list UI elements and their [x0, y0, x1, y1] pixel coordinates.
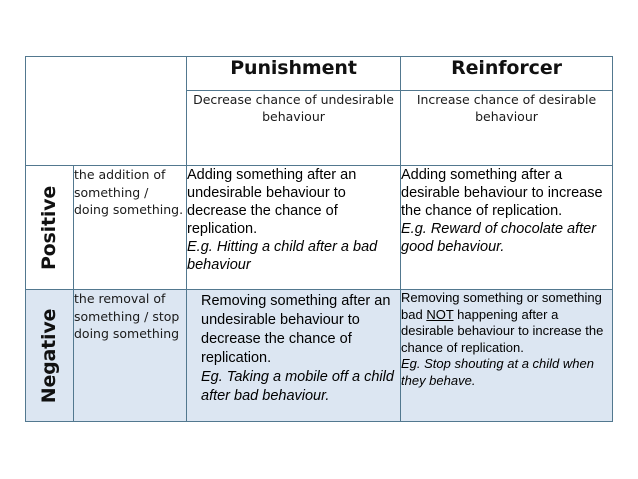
- cell-positive-reinforcer-definition: Adding something after a desirable behav…: [401, 167, 603, 219]
- cell-positive-punishment-definition: Adding something after an undesirable be…: [187, 167, 357, 237]
- column-subtitle-punishment: Decrease chance of undesirable behaviour: [186, 90, 401, 166]
- cell-negative-reinforcer-definition: Removing something or something bad NOT …: [401, 290, 612, 356]
- corner-cell: [25, 56, 187, 166]
- cell-positive-punishment-example: E.g. Hitting a child after a bad behavio…: [187, 239, 378, 273]
- cell-negative-reinforcer-emphasis-not: NOT: [426, 306, 454, 322]
- cell-negative-punishment-example: Eg. Taking a mobile off a child after ba…: [201, 369, 394, 404]
- cell-negative-reinforcer-definition-part1: Removing something or something bad: [401, 290, 602, 322]
- row-axis-label-negative: Negative: [25, 289, 74, 422]
- reinforcement-punishment-matrix: Punishment Reinforcer Decrease chance of…: [25, 56, 613, 422]
- row-axis-label-negative-text: Negative: [38, 308, 61, 403]
- table-row-negative: Negative the removal of something / stop…: [25, 289, 613, 422]
- cell-negative-reinforcer-definition-part2: happening after a desirable behaviour to…: [401, 306, 604, 355]
- row-axis-label-positive: Positive: [25, 165, 74, 290]
- cell-positive-reinforcer-example: E.g. Reward of chocolate after good beha…: [401, 221, 597, 255]
- cell-negative-punishment: Removing something after an undesirable …: [186, 289, 401, 422]
- column-header-reinforcer: Reinforcer: [400, 56, 613, 91]
- row-description-positive: the addition of something / doing someth…: [73, 165, 187, 290]
- table-row-positive: Positive the addition of something / doi…: [25, 165, 613, 290]
- column-subtitle-reinforcer: Increase chance of desirable behaviour: [400, 90, 613, 166]
- header-row-titles: Punishment Reinforcer: [25, 56, 613, 166]
- cell-positive-punishment: Adding something after an undesirable be…: [186, 165, 401, 290]
- header-row-subtitles: Decrease chance of undesirable behaviour…: [26, 90, 613, 166]
- cell-negative-reinforcer: Removing something or something bad NOT …: [400, 289, 613, 422]
- row-axis-label-positive-text: Positive: [38, 185, 61, 270]
- row-description-negative: the removal of something / stop doing so…: [73, 289, 187, 422]
- cell-negative-punishment-definition: Removing something after an undesirable …: [201, 293, 391, 366]
- cell-negative-reinforcer-example: Eg. Stop shouting at a child when they b…: [401, 356, 594, 388]
- cell-positive-reinforcer: Adding something after a desirable behav…: [400, 165, 613, 290]
- column-header-punishment: Punishment: [186, 56, 401, 91]
